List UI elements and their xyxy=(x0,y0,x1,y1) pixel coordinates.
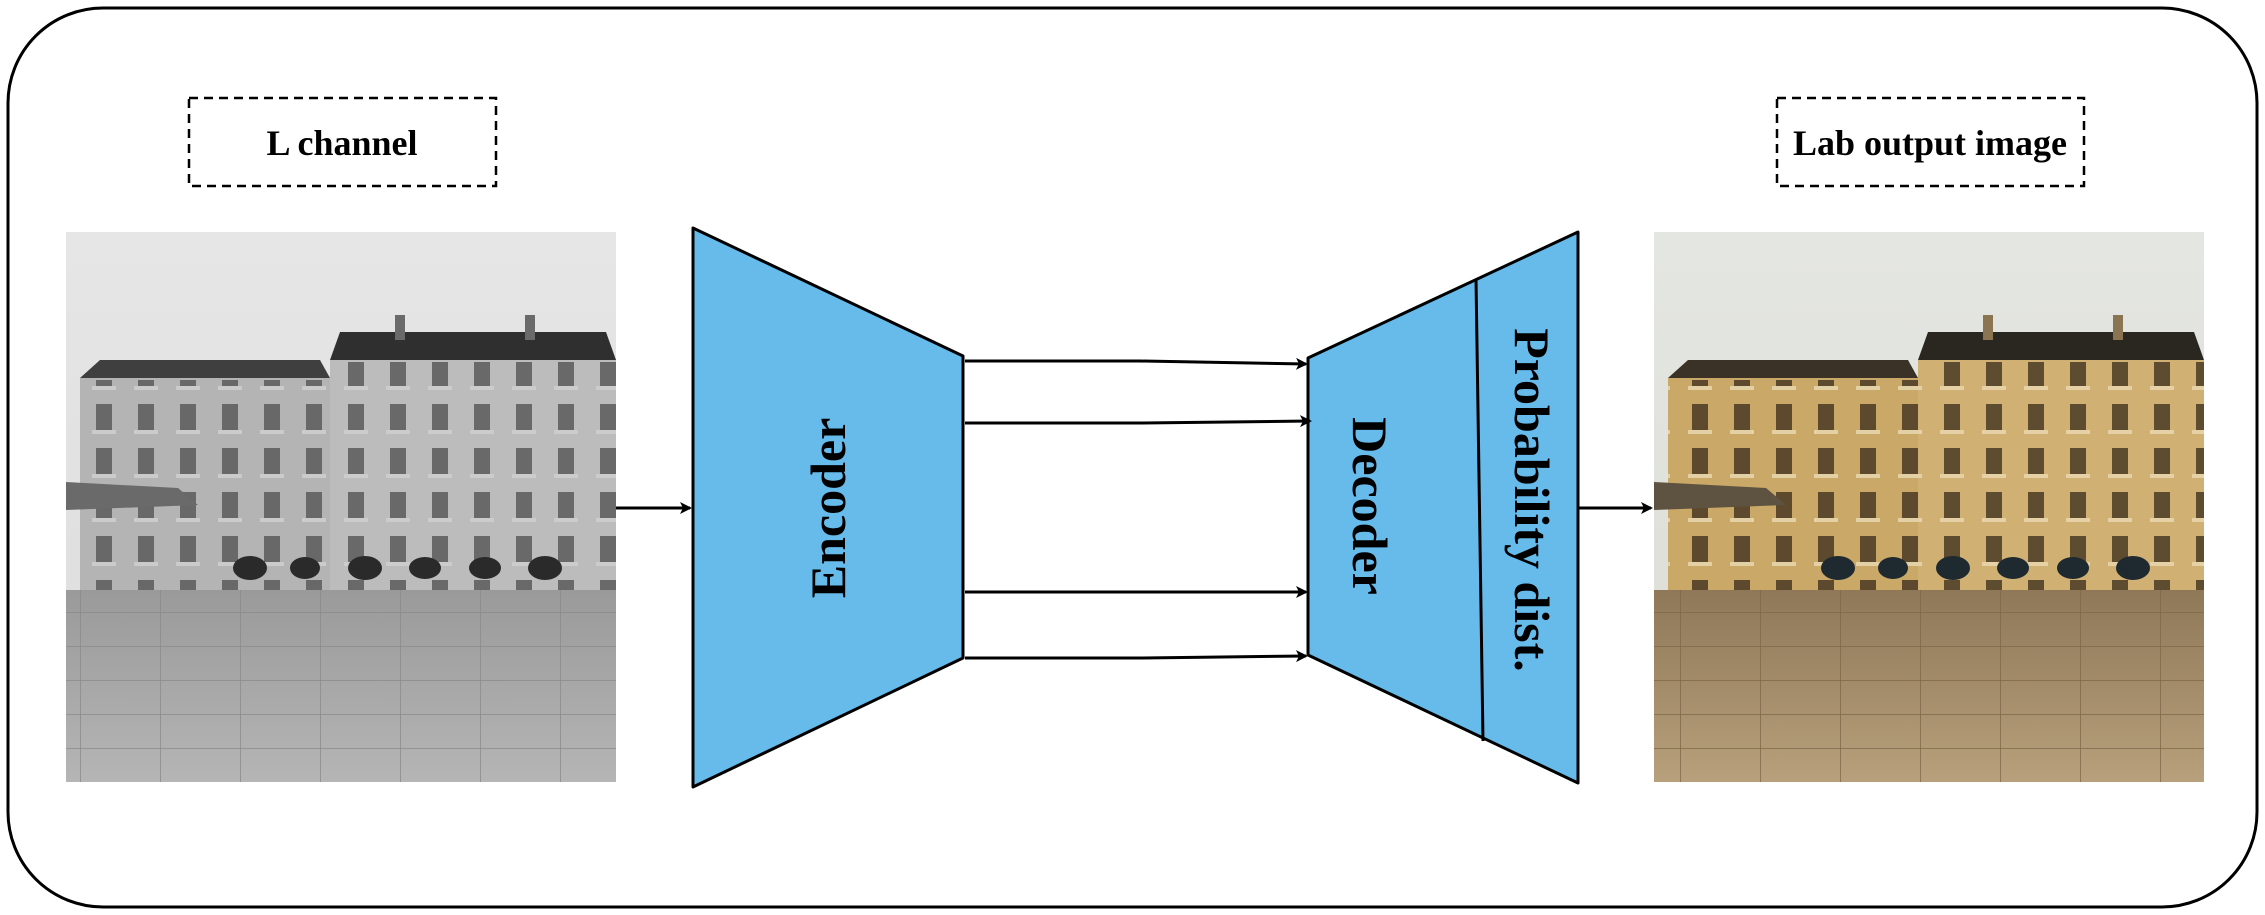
skip-arrow-4 xyxy=(965,650,1308,663)
skip-arrow-1 xyxy=(965,357,1308,370)
arrows xyxy=(616,357,1653,663)
input-image xyxy=(66,232,616,782)
probability-label: Probability dist. xyxy=(1504,328,1560,672)
skip-arrow-2 xyxy=(965,415,1312,428)
output-image xyxy=(1654,232,2204,782)
encoder-label: Encoder xyxy=(800,418,856,599)
decoder-divider xyxy=(1474,278,1485,742)
output-label-box: Lab output image xyxy=(1775,96,2086,188)
decoder-block: Decoder Probability dist. xyxy=(1306,230,1580,785)
encoder-block: Encoder xyxy=(691,226,965,789)
decoder-label: Decoder xyxy=(1342,417,1398,595)
input-label-box: L channel xyxy=(187,96,498,188)
output-label: Lab output image xyxy=(1793,123,2067,163)
input-label: L channel xyxy=(266,123,417,163)
